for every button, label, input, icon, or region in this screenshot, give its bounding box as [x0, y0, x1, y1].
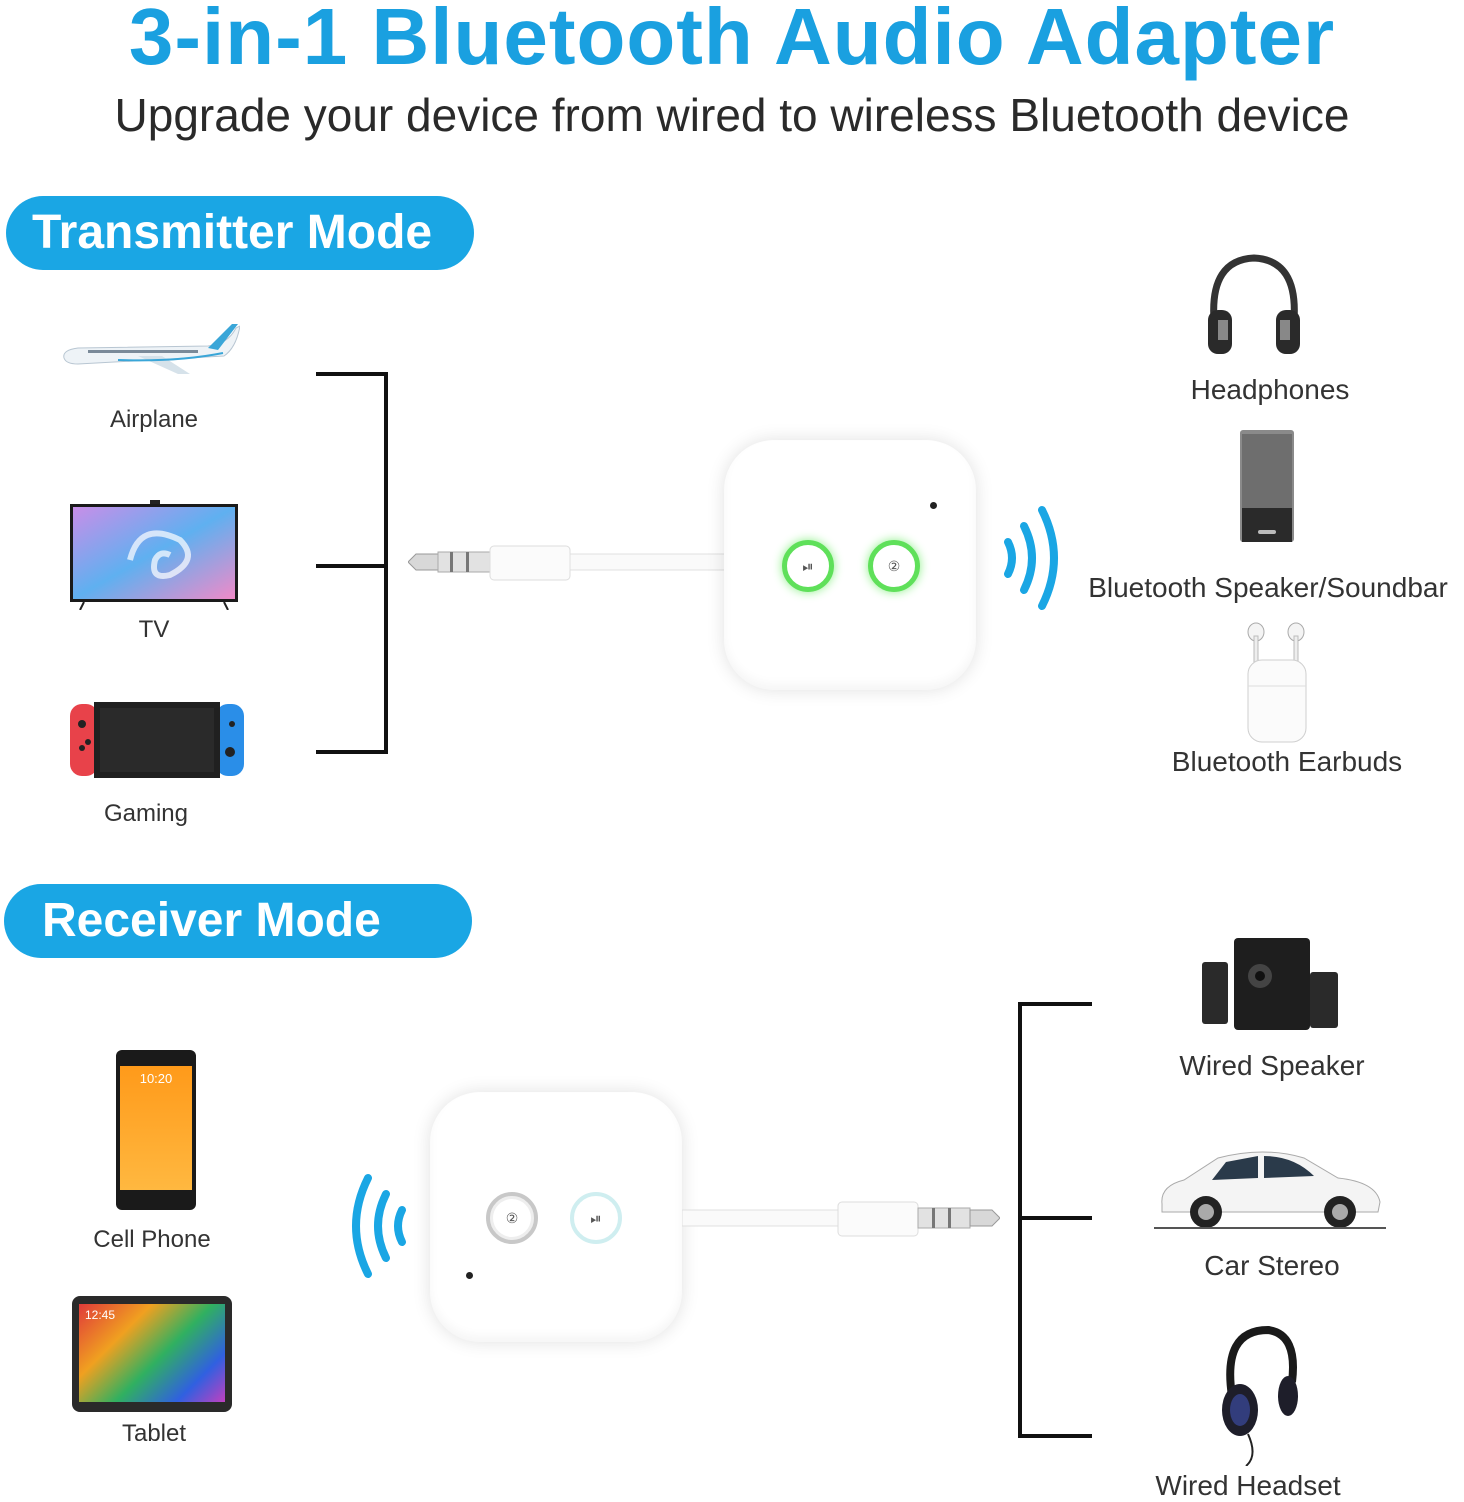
source-label-airplane: Airplane: [109, 406, 199, 433]
source-bracket-mid: [316, 564, 386, 568]
airplane-icon: [58, 320, 240, 380]
mic-hole: [930, 502, 937, 509]
receiver-mode-badge: Receiver Mode: [4, 884, 472, 958]
car-icon: [1154, 1146, 1386, 1232]
page-title: 3-in-1 Bluetooth Audio Adapter: [128, 0, 1336, 81]
page-subtitle: Upgrade your device from wired to wirele…: [114, 89, 1350, 141]
pair-2-button[interactable]: ②: [868, 540, 920, 592]
adapter-device-transmitter: ⏯ ②: [724, 440, 976, 690]
output-bracket-mid: [1018, 1216, 1092, 1220]
audio-jack-plug: [408, 542, 738, 584]
source-bracket: [316, 372, 388, 754]
source-label-tv: TV: [138, 616, 170, 643]
pair-2-button-receiver[interactable]: ②: [486, 1192, 538, 1244]
output-bracket: [1018, 1002, 1092, 1438]
wired-headset-icon: [1218, 1326, 1300, 1466]
pair-2-icon: ②: [887, 557, 901, 574]
output-label-earbuds: Bluetooth Earbuds: [1171, 746, 1403, 777]
output-label-wired-headset: Wired Headset: [1155, 1470, 1341, 1501]
bluetooth-signal-icon-receiver: [342, 1170, 412, 1282]
source-label-gaming: Gaming: [103, 800, 189, 827]
tablet-screen-time: 12:45: [79, 1304, 225, 1402]
earbuds-icon: [1244, 622, 1310, 744]
bluetooth-signal-icon: [1000, 504, 1070, 612]
headphones-icon: [1204, 250, 1304, 360]
output-label-car-stereo: Car Stereo: [1204, 1250, 1340, 1281]
audio-jack-plug-receiver: [682, 1198, 1000, 1240]
source-label-cell-phone: Cell Phone: [93, 1226, 211, 1253]
phone-screen-time: 10:20: [120, 1066, 192, 1190]
source-label-tablet: Tablet: [121, 1420, 187, 1447]
adapter-device-receiver: ② ⏯: [430, 1092, 682, 1342]
play-pause-button[interactable]: ⏯: [782, 540, 834, 592]
mic-hole-receiver: [466, 1272, 473, 1279]
play-pause-icon-receiver: ⏯: [590, 1209, 602, 1226]
play-pause-icon: ⏯: [802, 557, 814, 574]
output-label-headphones: Headphones: [1190, 374, 1350, 405]
pair-2-icon-receiver: ②: [505, 1209, 519, 1226]
play-pause-button-receiver[interactable]: ⏯: [570, 1192, 622, 1244]
game-console-icon: [70, 702, 244, 778]
tablet-icon: 12:45: [72, 1296, 232, 1412]
speaker-icon: [1238, 430, 1296, 548]
phone-icon: 10:20: [116, 1050, 196, 1210]
tv-icon: [70, 500, 238, 610]
output-label-speaker: Bluetooth Speaker/Soundbar: [1088, 572, 1448, 603]
transmitter-mode-badge: Transmitter Mode: [6, 196, 474, 270]
output-label-wired-speaker: Wired Speaker: [1179, 1050, 1365, 1081]
wired-speaker-icon: [1200, 936, 1340, 1032]
